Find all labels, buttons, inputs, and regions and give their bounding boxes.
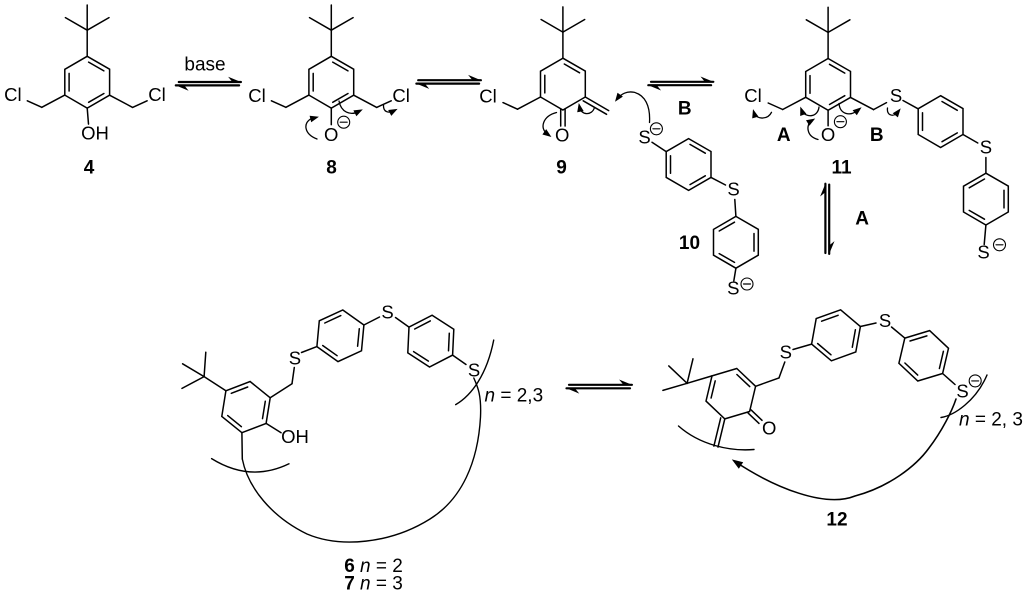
svg-text:Cl: Cl [392,85,409,106]
svg-text:A: A [777,125,791,146]
svg-text:S: S [977,241,989,262]
svg-text:S: S [727,179,739,200]
svg-text:11: 11 [831,158,852,179]
svg-text:S: S [289,348,301,369]
svg-text:S: S [956,381,968,402]
svg-text:Cl: Cl [248,85,265,106]
svg-text:B: B [870,125,884,146]
svg-text:OH: OH [281,426,309,447]
svg-text:S: S [638,127,650,148]
svg-text:B: B [678,98,692,119]
svg-text:A: A [855,208,869,229]
svg-text:Cl: Cl [479,86,496,107]
svg-text:O: O [762,418,776,439]
svg-text:O: O [555,125,569,146]
svg-text:n = 2,3: n = 2,3 [485,386,544,407]
svg-text:10: 10 [679,233,700,254]
svg-text:Cl: Cl [148,84,165,105]
svg-text:S: S [727,278,739,299]
svg-text:n = 2, 3: n = 2, 3 [959,410,1023,431]
svg-text:S: S [879,310,891,331]
svg-text:12: 12 [826,510,847,531]
svg-text:4: 4 [84,158,95,179]
svg-text:OH: OH [81,123,109,144]
svg-text:O: O [324,124,338,145]
svg-text:7 n = 3: 7 n = 3 [344,574,403,595]
svg-text:Cl: Cl [4,84,21,105]
svg-text:S: S [890,85,902,106]
svg-text:8: 8 [326,158,337,179]
svg-text:Cl: Cl [744,85,761,106]
svg-text:S: S [468,360,480,381]
svg-text:S: S [381,302,393,323]
svg-text:S: S [780,342,792,363]
svg-text:S: S [980,137,992,158]
svg-text:base: base [184,55,225,76]
svg-text:9: 9 [556,158,567,179]
svg-text:O: O [821,124,835,145]
